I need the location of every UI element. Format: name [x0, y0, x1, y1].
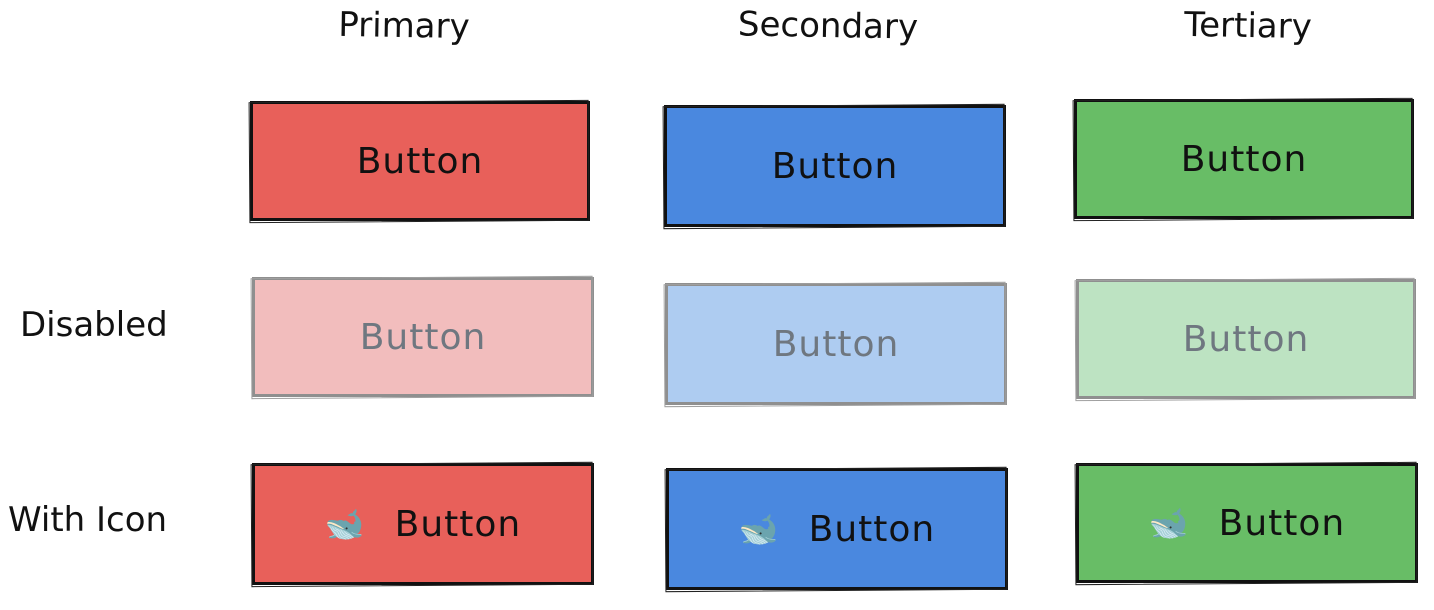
whale-icon: 🐋 [324, 505, 365, 543]
button-label: Button [772, 323, 900, 365]
column-header-tertiary: Tertiary [1183, 4, 1313, 48]
tertiary-button[interactable]: Button [1074, 99, 1414, 219]
tertiary-button-disabled: Button [1076, 279, 1416, 399]
button-label: Button [1180, 138, 1308, 180]
tertiary-button-with-icon[interactable]: 🐋 Button [1076, 463, 1418, 583]
row-label-disabled: Disabled [20, 305, 168, 345]
column-header-primary: Primary [337, 4, 471, 48]
primary-button-disabled: Button [252, 277, 594, 397]
primary-button[interactable]: Button [250, 101, 590, 221]
secondary-button-disabled: Button [665, 283, 1007, 405]
secondary-button[interactable]: Button [664, 105, 1006, 227]
whale-icon: 🐋 [738, 510, 779, 548]
primary-button-with-icon[interactable]: 🐋 Button [252, 463, 594, 585]
button-label: Button [1218, 502, 1346, 544]
whale-icon: 🐋 [1148, 504, 1189, 542]
button-label: Button [356, 140, 484, 182]
row-label-with-icon: With Icon [8, 500, 168, 540]
column-header-secondary: Secondary [737, 4, 919, 48]
button-label: Button [771, 145, 899, 187]
secondary-button-with-icon[interactable]: 🐋 Button [666, 468, 1008, 590]
button-label: Button [808, 508, 936, 550]
button-label: Button [1182, 318, 1310, 360]
button-label: Button [359, 316, 487, 358]
button-label: Button [394, 503, 522, 545]
